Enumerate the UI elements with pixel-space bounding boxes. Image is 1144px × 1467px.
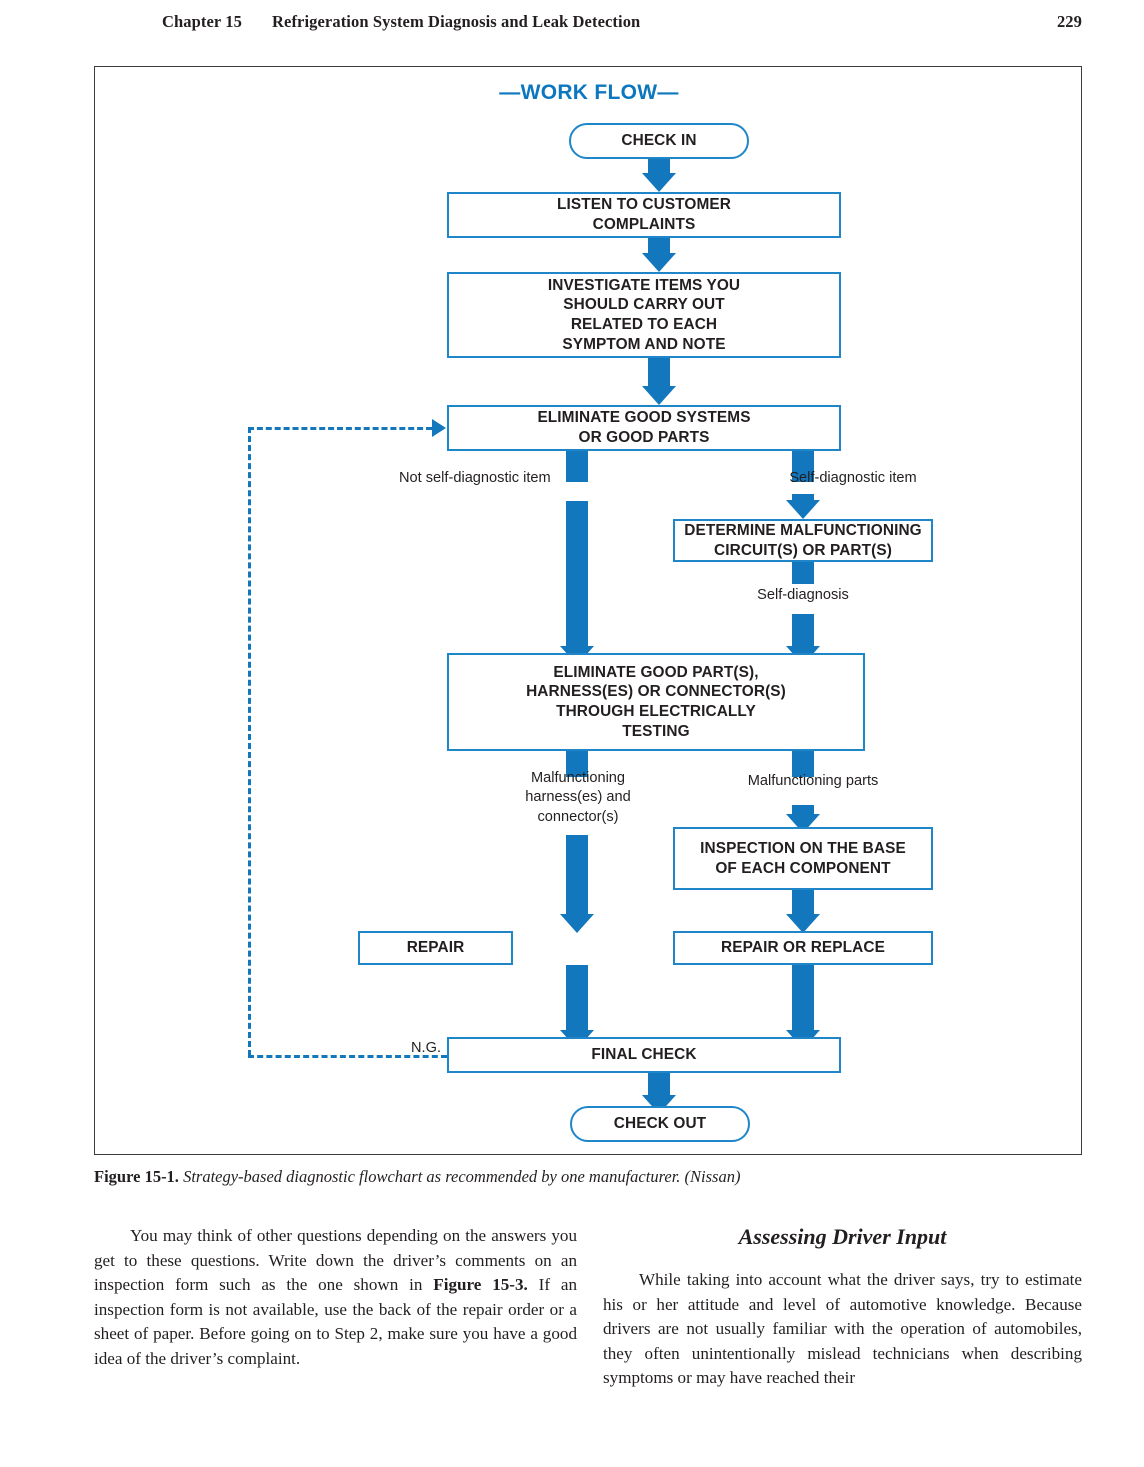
arrow-head <box>560 914 594 933</box>
node-repair[interactable]: REPAIR <box>358 931 513 965</box>
flowchart: —WORK FLOW— CHECK IN LISTEN TO CUSTOMER … <box>95 67 1081 1154</box>
arrow-listen-to-investigate <box>639 238 679 272</box>
arrow-head <box>786 914 820 933</box>
arrow-check-in-to-listen <box>639 159 679 192</box>
running-head: Chapter 15 Refrigeration System Diagnosi… <box>94 12 1082 38</box>
arrow-shaft <box>566 835 588 915</box>
node-investigate-items[interactable]: INVESTIGATE ITEMS YOU SHOULD CARRY OUT R… <box>447 272 841 358</box>
arrow-investigate-to-eliminate-systems <box>639 358 679 405</box>
arrow-not-self-diagnostic-to-eliminate-parts <box>557 501 597 665</box>
node-check-in[interactable]: CHECK IN <box>569 123 749 159</box>
figure-caption-text: Strategy-based diagnostic flowchart as r… <box>183 1167 741 1186</box>
connector-self-diagnosis-upper <box>792 562 814 584</box>
dashed-feedback-arrow-head-icon <box>432 419 446 437</box>
arrow-shaft <box>566 965 588 1031</box>
arrow-shaft <box>648 238 670 255</box>
right-paragraph: While taking into account what the drive… <box>603 1270 1082 1388</box>
running-head-chapter: Chapter 15 <box>162 12 242 31</box>
flowchart-title: —WORK FLOW— <box>499 81 679 104</box>
arrow-self-diagnostic-to-determine <box>783 494 823 519</box>
arrow-shaft <box>792 494 814 504</box>
edge-label-not-self-diagnostic: Not self-diagnostic item <box>399 470 551 486</box>
connector-right-branch-stub <box>792 451 814 482</box>
dashed-feedback-vertical <box>248 427 251 1056</box>
arrow-inspection-to-repair-or-replace <box>783 890 823 933</box>
arrow-shaft <box>648 1073 670 1096</box>
edge-label-ng: N.G. <box>411 1040 441 1056</box>
arrow-head <box>786 500 820 519</box>
arrow-head <box>642 173 676 192</box>
node-determine-malfunctioning[interactable]: DETERMINE MALFUNCTIONING CIRCUIT(S) OR P… <box>673 519 933 562</box>
edge-label-self-diagnosis: Self-diagnosis <box>757 587 849 603</box>
body-column-left: You may think of other questions dependi… <box>94 1224 577 1372</box>
left-paragraph-part1: You may think of other questions dependi… <box>94 1226 577 1295</box>
left-paragraph: You may think of other questions dependi… <box>94 1224 577 1372</box>
node-eliminate-good-systems[interactable]: ELIMINATE GOOD SYSTEMS OR GOOD PARTS <box>447 405 841 451</box>
node-inspection-on-base[interactable]: INSPECTION ON THE BASE OF EACH COMPONENT <box>673 827 933 890</box>
dashed-feedback-top <box>248 427 432 430</box>
section-heading-assessing-driver-input: Assessing Driver Input <box>738 1224 947 1249</box>
arrow-head <box>642 253 676 272</box>
arrow-shaft <box>648 358 670 388</box>
page-number: 229 <box>1056 12 1082 31</box>
arrow-shaft <box>792 890 814 915</box>
arrow-shaft <box>792 614 814 647</box>
connector-parts-stub <box>792 751 814 777</box>
arrow-shaft <box>566 501 588 647</box>
running-head-title: Refrigeration System Diagnosis and Leak … <box>272 12 641 31</box>
node-final-check[interactable]: FINAL CHECK <box>447 1037 841 1073</box>
edge-label-malfunctioning-parts: Malfunctioning parts <box>747 773 879 789</box>
connector-harness-stub <box>566 751 588 777</box>
node-listen-to-customer-complaints[interactable]: LISTEN TO CUSTOMER COMPLAINTS <box>447 192 841 238</box>
arrow-shaft <box>792 965 814 1031</box>
node-check-out[interactable]: CHECK OUT <box>570 1106 750 1142</box>
node-repair-or-replace[interactable]: REPAIR OR REPLACE <box>673 931 933 965</box>
left-paragraph-figure-ref: Figure 15-3. <box>433 1275 528 1295</box>
edge-label-malfunctioning-harness: Malfunctioning harness(es) and connector… <box>525 770 631 825</box>
figure-caption-label: Figure 15-1. <box>94 1167 179 1186</box>
arrow-harness-to-repair <box>557 835 597 933</box>
arrow-head <box>642 386 676 405</box>
arrow-shaft <box>648 159 670 175</box>
connector-left-branch-stub <box>566 451 588 482</box>
left-paragraph-part2: If an inspection form is not available, … <box>94 1275 578 1369</box>
body-column-right: While taking into account what the drive… <box>603 1268 1082 1391</box>
figure-frame: —WORK FLOW— CHECK IN LISTEN TO CUSTOMER … <box>94 66 1082 1155</box>
edge-label-self-diagnostic: Self-diagnostic item <box>789 470 917 486</box>
node-eliminate-good-parts[interactable]: ELIMINATE GOOD PART(S), HARNESS(ES) OR C… <box>447 653 865 751</box>
figure-caption: Figure 15-1. Strategy-based diagnostic f… <box>94 1166 1082 1187</box>
dashed-feedback-bottom <box>248 1055 447 1058</box>
